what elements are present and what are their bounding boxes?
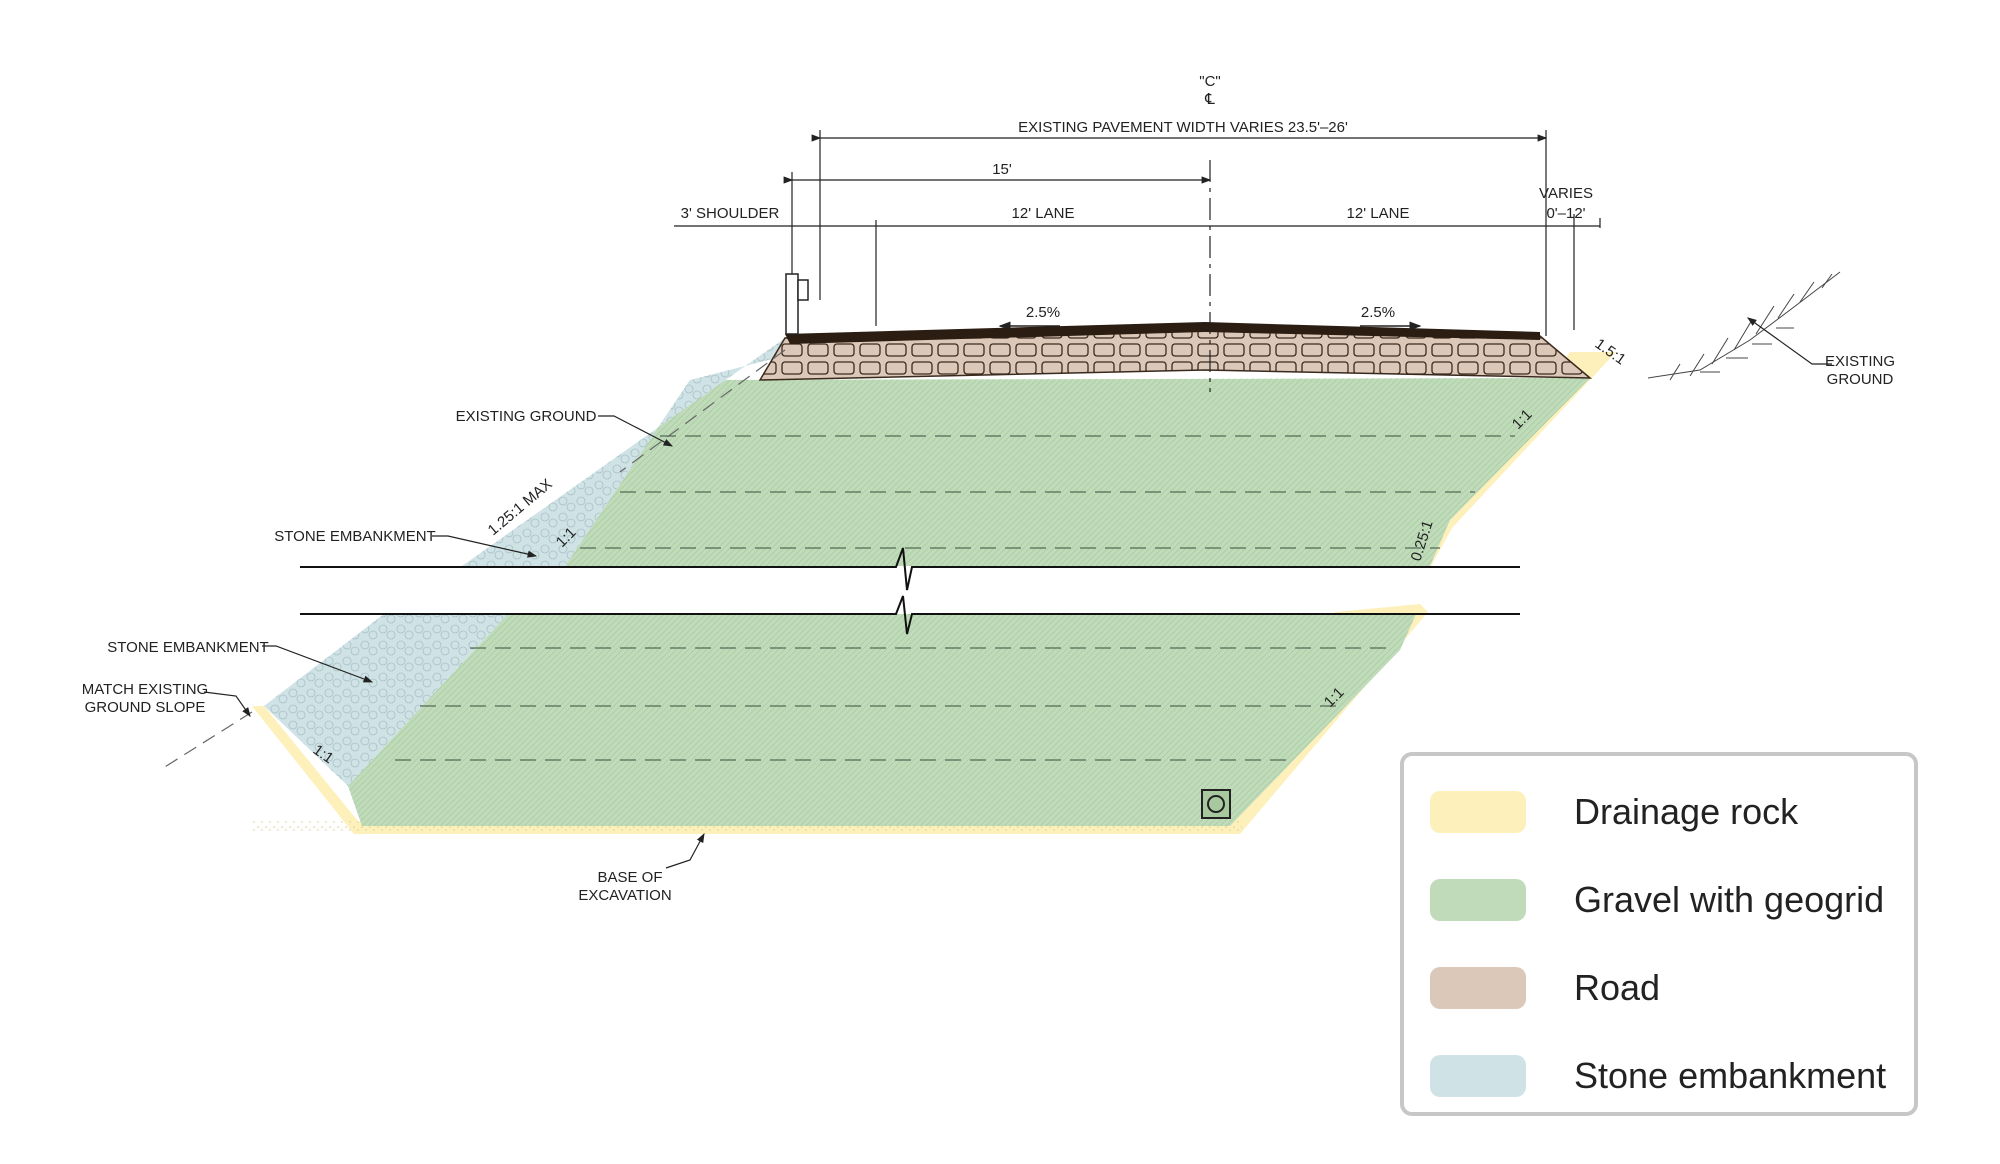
existing-ground-line <box>619 349 786 473</box>
legend-label-gravel: Gravel with geogrid <box>1574 879 1885 920</box>
existing-ground-hatch-right <box>1647 271 1841 381</box>
stone-embankment-upper-texture <box>462 338 800 566</box>
road-base-stones <box>760 326 1590 380</box>
label-pavement-width: EXISTING PAVEMENT WIDTH VARIES 23.5'–26' <box>1018 119 1348 136</box>
dimension-lines <box>674 130 1601 336</box>
legend-swatch-gravel <box>1430 879 1526 921</box>
label-base-excavation-2: EXCAVATION <box>578 887 671 904</box>
drainage-rock-upper-fill <box>1410 352 1616 568</box>
label-centerline-symbol: ℄ <box>1204 91 1215 108</box>
legend-item-gravel: Gravel with geogrid <box>1430 878 1884 922</box>
existing-ground-line-lower <box>159 711 253 771</box>
label-lane-right: 12' LANE <box>1347 205 1410 222</box>
legend-swatch-stone-embankment <box>1430 1055 1526 1097</box>
label-dim-15: 15' <box>992 161 1012 178</box>
break-lines <box>300 547 1520 635</box>
gravel-lower-hatch <box>348 614 1416 826</box>
legend-swatch-drainage-rock <box>1430 791 1526 833</box>
legend-swatch-road <box>1430 967 1526 1009</box>
label-existing-ground-right-1: EXISTING <box>1825 353 1895 370</box>
label-centerline-c: "C" <box>1199 73 1220 90</box>
legend-label-stone-embankment: Stone embankment <box>1574 1055 1887 1096</box>
label-lane-left: 12' LANE <box>1012 205 1075 222</box>
label-stone-embankment-upper: STONE EMBANKMENT <box>274 528 435 545</box>
stone-embankment-lower-texture <box>264 614 508 786</box>
legend-item-road: Road <box>1430 966 1660 1010</box>
label-existing-ground-right-2: GROUND <box>1827 371 1894 388</box>
label-stone-embankment-lower: STONE EMBANKMENT <box>107 639 268 656</box>
label-match-existing-1: MATCH EXISTING <box>82 681 208 698</box>
leader-lines <box>203 317 1832 869</box>
pavement <box>785 322 1540 344</box>
label-varies-range: 0'–12' <box>1546 205 1585 222</box>
subdrain-pipe <box>1201 789 1231 819</box>
label-slope-right: 2.5% <box>1361 304 1395 321</box>
label-base-excavation-1: BASE OF <box>597 869 662 886</box>
label-slope-left: 2.5% <box>1026 304 1060 321</box>
label-match-existing-2: GROUND SLOPE <box>85 699 206 716</box>
label-existing-ground-left: EXISTING GROUND <box>456 408 597 425</box>
legend: Drainage rock Gravel with geogrid Road S… <box>1400 752 1918 1116</box>
guardrail-post <box>785 273 809 335</box>
legend-label-drainage-rock: Drainage rock <box>1574 791 1799 832</box>
geogrid-lines <box>395 435 1515 761</box>
legend-label-road: Road <box>1574 967 1661 1008</box>
label-varies: VARIES <box>1539 185 1593 202</box>
label-shoulder: 3' SHOULDER <box>681 205 780 222</box>
gravel-upper-hatch <box>565 378 1590 566</box>
legend-item-drainage-rock: Drainage rock <box>1430 790 1798 834</box>
legend-item-stone-embankment: Stone embankment <box>1430 1054 1886 1098</box>
